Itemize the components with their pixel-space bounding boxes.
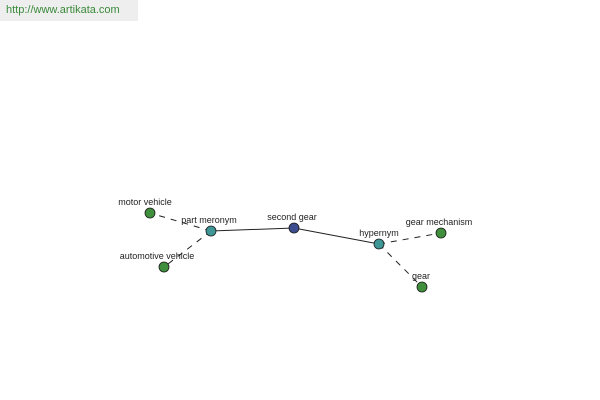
node-gear-mechanism[interactable]: gear mechanism xyxy=(406,217,473,239)
node-dot-second-gear[interactable] xyxy=(288,222,300,234)
site-url-banner: http://www.artikata.com xyxy=(0,0,138,21)
edge-second-gear-to-part-meronym xyxy=(210,227,295,232)
node-label-automotive-vehicle: automotive vehicle xyxy=(120,251,195,261)
node-label-hypernym: hypernym xyxy=(359,228,399,238)
node-dot-hypernym[interactable] xyxy=(373,238,385,250)
node-dot-motor-vehicle[interactable] xyxy=(144,207,156,219)
site-url-link[interactable]: http://www.artikata.com xyxy=(6,4,120,16)
nodes-layer: second gear part meronym hypernym motor veh… xyxy=(118,197,473,293)
node-dot-gear-mechanism[interactable] xyxy=(435,227,447,239)
edge-part-meronym-to-automotive-vehicle xyxy=(163,230,212,268)
edge-second-gear-to-hypernym xyxy=(293,227,380,245)
node-part-meronym[interactable]: part meronym xyxy=(181,215,237,237)
node-motor-vehicle[interactable]: motor vehicle xyxy=(118,197,172,219)
edge-hypernym-to-gear xyxy=(378,243,423,288)
node-label-second-gear: second gear xyxy=(267,212,317,222)
node-dot-automotive-vehicle[interactable] xyxy=(158,261,170,273)
node-label-motor-vehicle: motor vehicle xyxy=(118,197,172,207)
edges-layer xyxy=(149,212,442,288)
node-label-gear: gear xyxy=(412,271,430,281)
edge-hypernym-to-gear-mechanism xyxy=(378,232,442,245)
node-dot-gear[interactable] xyxy=(416,281,428,293)
node-second-gear[interactable]: second gear xyxy=(267,212,317,234)
node-automotive-vehicle[interactable]: automotive vehicle xyxy=(120,251,195,273)
node-gear[interactable]: gear xyxy=(412,271,430,293)
node-dot-part-meronym[interactable] xyxy=(205,225,217,237)
node-hypernym[interactable]: hypernym xyxy=(359,228,399,250)
node-label-part-meronym: part meronym xyxy=(181,215,237,225)
node-label-gear-mechanism: gear mechanism xyxy=(406,217,473,227)
edge-part-meronym-to-motor-vehicle xyxy=(149,212,212,232)
